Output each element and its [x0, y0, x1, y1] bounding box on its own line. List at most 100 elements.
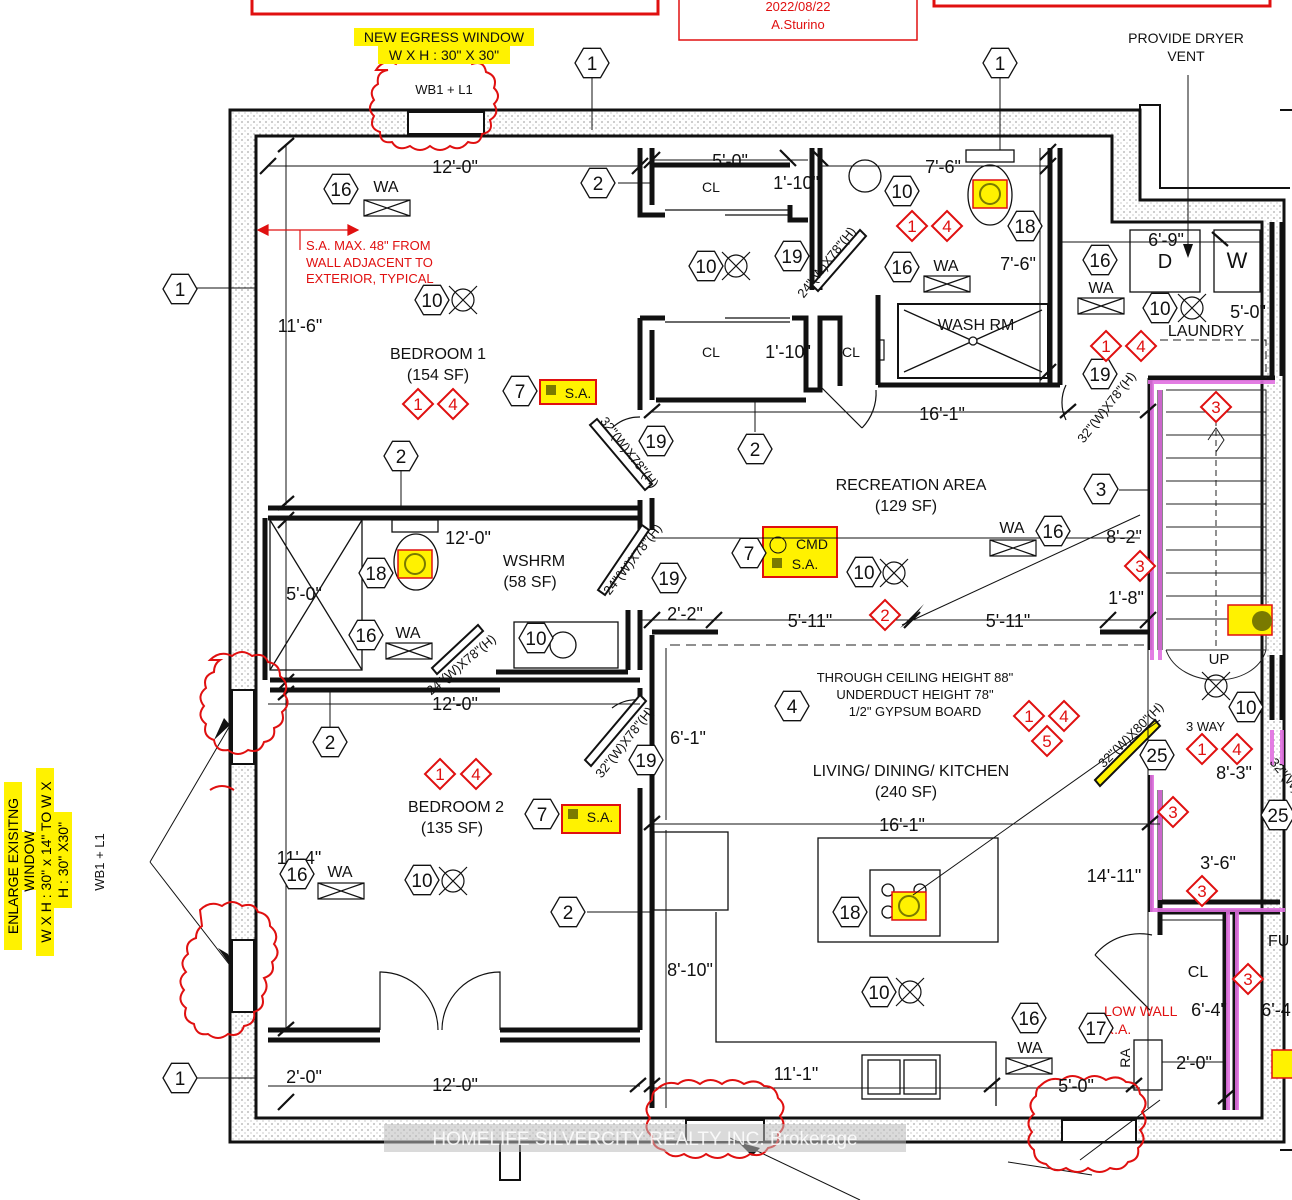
dryer-label: D: [1158, 251, 1172, 273]
room-fu-name: FU: [1268, 933, 1289, 950]
room-bedroom1-area: (154 SF): [407, 367, 469, 384]
hex-tag-number: 16: [355, 626, 376, 647]
hex-tag-shape: [846, 556, 882, 588]
dim-text: 7'-6": [925, 157, 961, 177]
revision-diamond-shape: [1123, 549, 1157, 583]
hex-tag-number: 10: [853, 563, 874, 584]
revision-diamond-number: 4: [448, 395, 457, 414]
dim-text: 1'-8": [1108, 588, 1144, 608]
hex-tag-shape: [162, 273, 198, 305]
hex-tag-number: 19: [645, 432, 666, 453]
hex-tag-shape: [1083, 473, 1119, 505]
hex-tag-shape: [832, 896, 868, 928]
closet-label: CL: [702, 344, 720, 360]
sa-label: S.A.: [792, 556, 818, 572]
room-washrm-name: WASH RM: [938, 317, 1015, 334]
hex-tag-number: 4: [787, 697, 798, 718]
closet-label: CL: [702, 179, 720, 195]
hex-tag-shape: [279, 858, 315, 890]
revision-diamond-shape: [1089, 329, 1123, 363]
closet-rods: [665, 209, 885, 361]
dim-text: 6'-4: [1261, 1000, 1290, 1020]
hex-tag-shape: [358, 557, 394, 589]
revision-diamond-number: 1: [907, 217, 916, 236]
hex-tag-shape: [861, 976, 897, 1008]
sa-dimension: [256, 224, 360, 250]
enlarge-line2: WINDOW: [21, 830, 37, 892]
revision-diamond-number: 4: [1136, 337, 1145, 356]
hex-tag-number: 25: [1267, 806, 1288, 827]
hex-tag-number: 16: [1042, 522, 1063, 543]
windows: [231, 111, 1137, 1143]
wa-label: WA: [1088, 280, 1114, 297]
room-living-area: (240 SF): [875, 784, 937, 801]
hex-tag-number: 10: [525, 629, 546, 650]
stamp-name: A.Sturino: [771, 17, 824, 32]
hex-tag-number: 1: [175, 1069, 186, 1090]
dim-text: 12'-0": [445, 528, 491, 548]
door-swings: [379, 384, 1153, 1031]
wa-label: WA: [999, 520, 1025, 537]
hex-tag-number: 7: [515, 382, 526, 403]
room-wshrm-area: (58 SF): [503, 574, 556, 591]
hex-tag-shape: [348, 619, 384, 651]
hex-tag-number: 10: [1149, 299, 1170, 320]
door-size-label: 24"(W)X78"(H): [600, 521, 665, 598]
revision-diamond-shape: [459, 757, 493, 791]
hex-tag-shape: [1035, 515, 1071, 547]
dim-text: 5'-0": [286, 584, 322, 604]
wb-top-label: WB1 + L1: [415, 82, 472, 97]
dim-text: 16'-1": [879, 815, 925, 835]
sa-note-line3: EXTERIOR, TYPICAL: [306, 271, 434, 286]
hex-tag-shape: [1011, 1002, 1047, 1034]
dryer-note-line2: VENT: [1167, 48, 1205, 64]
revision-diamond-number: 2: [880, 606, 889, 625]
hex-tag-shape: [404, 864, 440, 896]
enlarge-line4: H : 30" X30": [55, 822, 71, 898]
dim-text: 6'-4": [1191, 1000, 1227, 1020]
hex-tag-shape: [1142, 292, 1178, 324]
hex-tag-shape: [383, 440, 419, 472]
revision-diamond-number: 3: [1168, 803, 1177, 822]
hex-tag-shape: [518, 622, 554, 654]
wb-left-label: WB1 + L1: [92, 833, 107, 890]
revision-diamond-shape: [1156, 795, 1190, 829]
egress-note-line2: W X H : 30" X 30": [389, 47, 499, 63]
stairs: [1160, 339, 1267, 681]
hex-tag-number: 10: [695, 257, 716, 278]
dimension-lines: [268, 145, 1262, 1108]
hex-tag-shape: [884, 251, 920, 283]
revision-diamond-shape: [1185, 874, 1219, 908]
enlarge-line3: W X H : 30" x 14" TO W X: [38, 781, 54, 943]
dimension-ticks: [259, 137, 1235, 1111]
revision-diamond-number: 1: [435, 765, 444, 784]
hex-tag-shape: [688, 250, 724, 282]
watermark-band: [384, 1124, 906, 1152]
sa-label: S.A.: [565, 385, 591, 401]
dim-text: 5'-11": [986, 611, 1031, 631]
washer-label: W: [1227, 248, 1248, 273]
hex-tag-number: 16: [1018, 1009, 1039, 1030]
ra-vertical: RA: [1117, 1048, 1133, 1068]
hex-tag-number: 25: [1146, 746, 1167, 767]
dim-text: 1'-10": [765, 342, 811, 362]
room-wshrm-name: WSHRM: [503, 553, 565, 570]
three-way-note: 3 WAY: [1186, 719, 1225, 734]
dim-text: 12'-0": [432, 157, 478, 177]
leader-lines: [149, 75, 1189, 1200]
dim-text: 1'-10": [773, 173, 819, 193]
room-laundry-name: LAUNDRY: [1168, 323, 1245, 340]
dim-text: 2'-0": [286, 1067, 322, 1087]
wa-label: WA: [1017, 1040, 1043, 1057]
revision-diamond-shape: [1231, 962, 1265, 996]
revision-diamond-shape: [401, 387, 435, 421]
revision-diamond-shape: [1220, 732, 1254, 766]
door-leaves: [430, 228, 1162, 788]
exterior-wall: [228, 104, 1292, 1181]
hex-tag-shape: [524, 798, 560, 830]
hex-tag-number: 2: [593, 174, 604, 195]
revision-diamond-shape: [930, 209, 964, 243]
